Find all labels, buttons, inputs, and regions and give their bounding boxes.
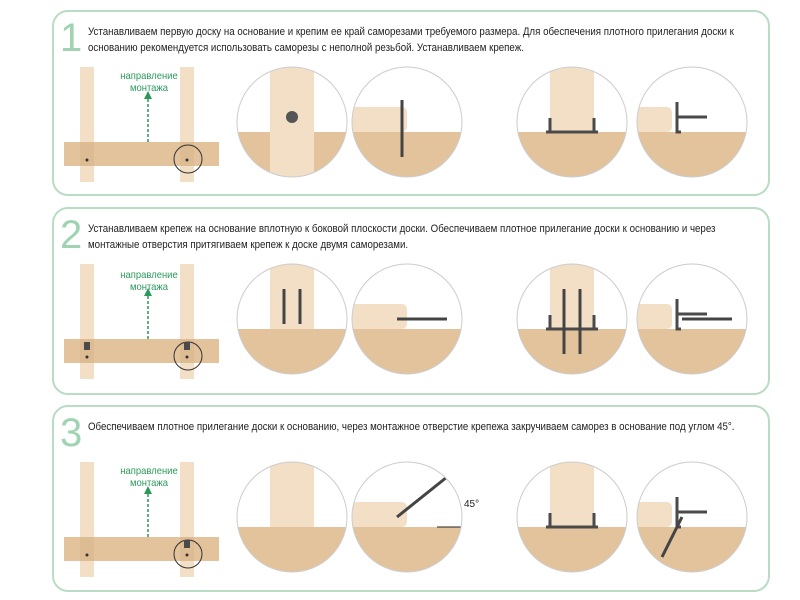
detail-circle-1 [237, 462, 347, 572]
detail-circle-2 [352, 67, 462, 177]
detail-circle-3 [517, 264, 627, 374]
detail-circle-4 [637, 67, 747, 177]
step-text: Обеспечиваем плотное прилегание доски к … [88, 421, 735, 433]
step-text: Устанавливаем крепеж на основание вплотн… [88, 223, 716, 251]
step-number: 3 [60, 411, 83, 455]
step-3-panel: 3 Обеспечиваем плотное прилегание доски … [52, 405, 770, 592]
detail-circle-1 [237, 264, 347, 374]
detail-circle-4 [637, 462, 747, 572]
arrow-up-icon [144, 486, 152, 494]
detail-circle-3 [517, 462, 627, 572]
step-3-illustration [64, 461, 748, 577]
detail-circle-1 [237, 67, 347, 177]
step-2-panel: 2 Устанавливаем крепеж на основание впло… [52, 207, 770, 395]
detail-circle-2 [352, 264, 462, 374]
direction-label: направление монтажа [120, 465, 178, 489]
step-number: 2 [60, 213, 83, 257]
step-2-illustration [64, 263, 748, 379]
detail-circle-2 [352, 462, 462, 572]
step-number: 1 [60, 16, 83, 60]
plan-view [64, 264, 219, 379]
plan-view [64, 67, 219, 182]
step-1-illustration [64, 66, 748, 182]
direction-label: направление монтажа [120, 70, 178, 94]
step-1-panel: 1 Устанавливаем первую доску на основани… [52, 10, 770, 196]
step-text: Устанавливаем первую доску на основание … [88, 26, 734, 54]
plan-view [64, 462, 219, 577]
arrow-up-icon [144, 288, 152, 296]
angle-label: 45° [464, 499, 480, 510]
direction-label: направление монтажа [120, 269, 178, 293]
detail-circle-4 [637, 264, 747, 374]
detail-circle-3 [517, 67, 627, 177]
arrow-up-icon [144, 91, 152, 99]
